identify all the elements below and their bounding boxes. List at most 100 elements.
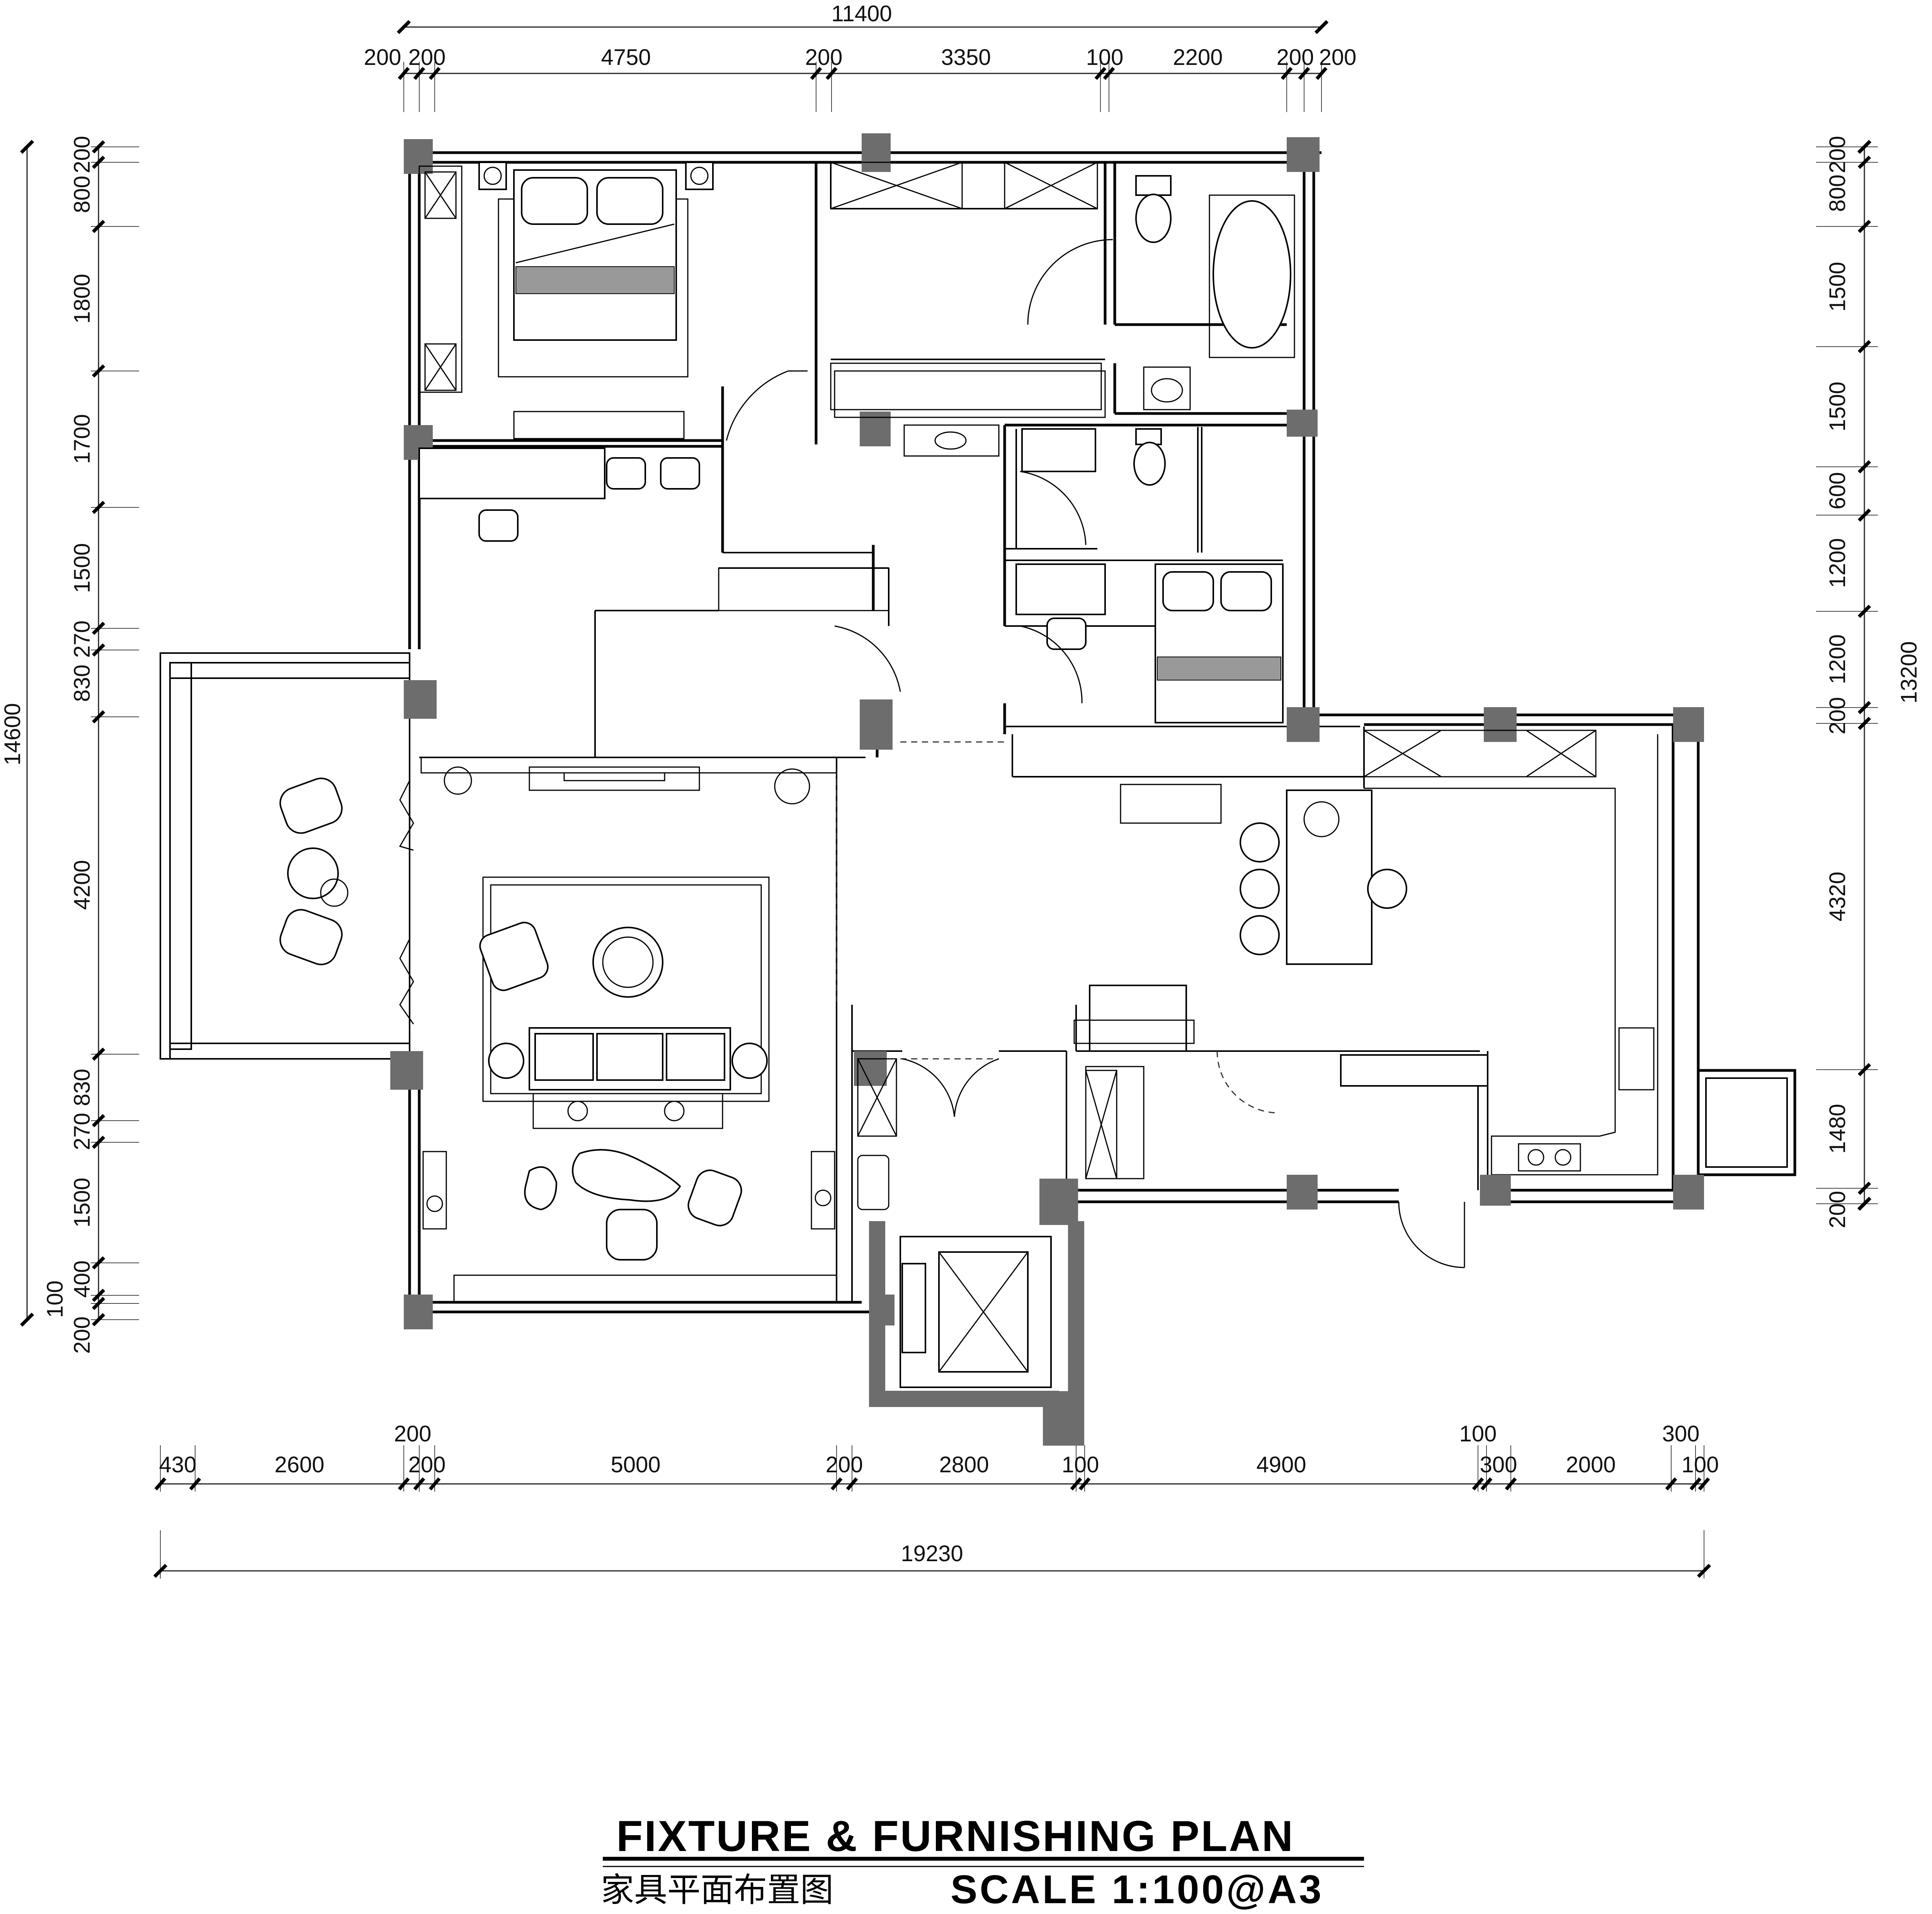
columns-group xyxy=(390,133,1704,1438)
living-rug xyxy=(482,876,770,1102)
dim-bottom-seg-2: 2600 xyxy=(274,1452,324,1477)
lounge-chair-front xyxy=(606,1209,658,1261)
dim-left-overall: 14600 xyxy=(0,703,25,765)
dim-top-seg-5: 3350 xyxy=(941,45,991,70)
dim-left-seg-7: 830 xyxy=(70,665,95,702)
cooktop xyxy=(1518,1143,1581,1172)
dim-bottom-seg-3: 200 xyxy=(408,1452,446,1477)
dim-left-seg-5: 1500 xyxy=(70,543,95,593)
dim-top-seg-8: 200 xyxy=(1277,45,1314,70)
dim-right-overall: 13200 xyxy=(1896,641,1922,703)
sideboard xyxy=(1120,784,1222,824)
master-bath-group xyxy=(1027,175,1295,410)
lounge-chair-right xyxy=(687,1169,742,1227)
dim-right-seg-10: 1480 xyxy=(1825,1104,1850,1154)
terrace-table xyxy=(287,847,339,899)
toilet-second xyxy=(1133,442,1166,486)
kitchen-dining-group xyxy=(857,730,1655,1268)
bed-pillow-right xyxy=(596,177,663,225)
top-dimension-group: 11400 200 200 4750 200 3350 100 2200 200… xyxy=(364,1,1357,112)
dim-left-seg-4: 1700 xyxy=(70,414,95,464)
terrace-group xyxy=(279,778,349,965)
walls-group xyxy=(160,151,1796,1446)
tv-console-bedroom xyxy=(513,411,685,439)
dim-bottom-overall: 19230 xyxy=(901,1541,963,1566)
dim-right-seg-7: 1200 xyxy=(1825,634,1850,684)
console-behind-sofa xyxy=(532,1093,723,1129)
dim-left-seg-13: 100 xyxy=(43,1281,68,1318)
dim-bottom-seg-8: 4900 xyxy=(1256,1452,1306,1477)
dim-right-seg-1: 200 xyxy=(1825,136,1850,174)
dim-right-seg-3: 1500 xyxy=(1825,262,1850,311)
desk-second-bedroom xyxy=(1015,563,1106,615)
dim-left-seg-11: 1500 xyxy=(70,1177,95,1227)
dim-bottom-upper-2: 100 xyxy=(1459,1421,1497,1446)
nightstand-left xyxy=(478,162,507,190)
piano xyxy=(1089,985,1187,1052)
kitchen-island xyxy=(1286,789,1372,965)
nightstand-right xyxy=(685,162,714,190)
bar-stool-2 xyxy=(1240,869,1280,909)
master-bedroom-group xyxy=(418,162,1102,441)
dim-bottom-seg-4: 5000 xyxy=(611,1452,660,1477)
study-group xyxy=(418,370,1106,692)
dim-bottom-seg-7: 100 xyxy=(1062,1452,1099,1477)
dim-bottom-seg-6: 2800 xyxy=(939,1452,989,1477)
bar-stool-4 xyxy=(1367,869,1407,909)
dim-bottom-seg-11: 100 xyxy=(1682,1452,1719,1477)
dim-bottom-upper-3: 300 xyxy=(1662,1421,1700,1446)
dim-left-seg-10: 270 xyxy=(70,1113,95,1150)
tv-console-living xyxy=(529,766,700,791)
dim-top-seg-7: 2200 xyxy=(1173,45,1223,70)
right-dimension-group: 13200 2 xyxy=(1816,136,1922,1228)
bottom-storage xyxy=(453,1274,837,1303)
toilet-tank-master xyxy=(1135,175,1172,196)
bottom-dimension-group: 200 100 300 430 2600 200 5000 200 2800 1… xyxy=(153,1421,1719,1579)
upper-cabinets xyxy=(1363,730,1597,778)
dim-right-seg-11: 200 xyxy=(1825,1191,1850,1228)
dim-right-seg-9: 4320 xyxy=(1825,871,1850,921)
dim-top-seg-6: 100 xyxy=(1086,45,1124,70)
terrace-chair-bottom xyxy=(279,909,343,965)
dim-bottom-upper-1: 200 xyxy=(394,1421,432,1446)
dim-bottom-seg-10: 2000 xyxy=(1566,1452,1616,1477)
lounge-table xyxy=(572,1149,681,1202)
dim-right-seg-6: 1200 xyxy=(1825,538,1850,588)
chair-second-bedroom xyxy=(1046,618,1087,650)
second-bedroom-group xyxy=(1015,563,1284,723)
plant-icon xyxy=(774,768,810,805)
toilet-master xyxy=(1135,194,1172,243)
terrace-chair-top xyxy=(279,778,343,834)
dim-left-seg-9: 830 xyxy=(70,1069,95,1106)
dim-top-overall: 11400 xyxy=(832,1,892,26)
dim-bottom-seg-5: 200 xyxy=(826,1452,863,1477)
dim-right-seg-4: 1500 xyxy=(1825,381,1850,431)
coffee-table-round xyxy=(592,927,663,998)
title-block: FIXTURE & FURNISHING PLAN 家具平面布置图 SCALE … xyxy=(601,1812,1364,1912)
study-desk xyxy=(418,447,605,499)
kitchen-counter-bar xyxy=(1340,1054,1488,1087)
dim-left-seg-6: 270 xyxy=(70,621,95,658)
dim-top-seg-9: 200 xyxy=(1319,45,1357,70)
title-main-text: FIXTURE & FURNISHING PLAN xyxy=(616,1812,1294,1860)
dim-left-seg-12: 400 xyxy=(70,1261,95,1298)
left-dimension-group: 14600 xyxy=(0,136,139,1354)
bathtub xyxy=(1213,200,1291,349)
dim-left-seg-2: 800 xyxy=(70,176,95,213)
living-room-group xyxy=(399,757,837,1303)
armchair-living xyxy=(479,922,549,991)
sculpture-icon xyxy=(444,766,472,795)
dim-top-seg-3: 4750 xyxy=(601,45,651,70)
bar-stool-3 xyxy=(1240,915,1280,955)
dim-bottom-seg-1: 430 xyxy=(159,1452,197,1477)
bed-pillow-left xyxy=(521,177,588,225)
wardrobe-upper xyxy=(830,362,1102,410)
kitchen-sink xyxy=(1618,1027,1655,1091)
dim-right-seg-5: 600 xyxy=(1825,472,1850,510)
dim-right-seg-2: 800 xyxy=(1825,175,1850,212)
title-chinese-text: 家具平面布置图 xyxy=(601,1871,833,1909)
second-bath-group xyxy=(903,424,1166,545)
dim-top-seg-4: 200 xyxy=(805,45,843,70)
